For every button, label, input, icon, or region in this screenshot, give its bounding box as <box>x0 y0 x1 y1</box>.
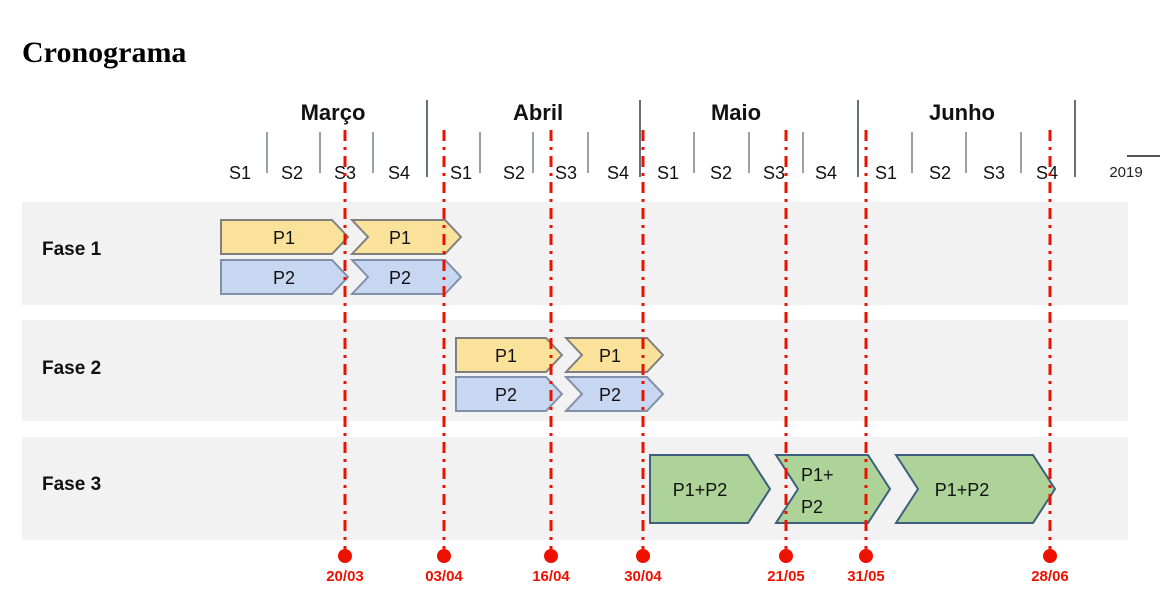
week-label: S4 <box>388 163 410 183</box>
milestone-date-label: 16/04 <box>532 568 570 585</box>
task-bar-segment-fase2-p2-1 <box>455 376 564 412</box>
task-bar-segment-fase2-p1-2 <box>563 337 665 373</box>
task-bar-segment-fase3-3 <box>894 454 1057 524</box>
week-label: S2 <box>503 163 525 183</box>
task-bar-label: P1 <box>273 228 295 248</box>
milestone-date-label: 28/06 <box>1031 568 1069 585</box>
chart-title: Cronograma <box>22 36 186 69</box>
task-bar-label: P2 <box>801 497 823 517</box>
task-bar-segment-fase3-2 <box>774 454 892 524</box>
week-label: S4 <box>607 163 629 183</box>
milestone-dot <box>437 549 451 563</box>
task-bar-label: P1+P2 <box>935 480 990 500</box>
week-label: S3 <box>983 163 1005 183</box>
task-bar-label: P1 <box>389 228 411 248</box>
week-label: S3 <box>763 163 785 183</box>
month-label-marco: Março <box>301 100 366 125</box>
task-bar-label: P2 <box>389 268 411 288</box>
milestone-dot <box>544 549 558 563</box>
phase-label-fase1: Fase 1 <box>42 239 102 260</box>
week-label: S1 <box>875 163 897 183</box>
milestone-dot <box>859 549 873 563</box>
week-label: S2 <box>710 163 732 183</box>
year-label: 2019 <box>1109 164 1142 181</box>
milestone-dot <box>1043 549 1057 563</box>
milestone-date-label: 03/04 <box>425 568 463 585</box>
week-label: S1 <box>450 163 472 183</box>
task-bar-segment-fase3-1 <box>649 454 772 524</box>
task-bar-label: P2 <box>599 385 621 405</box>
milestone-dot <box>779 549 793 563</box>
phase-label-fase2: Fase 2 <box>42 358 101 379</box>
month-label-maio: Maio <box>711 100 761 125</box>
phase-band-fase1 <box>22 202 1128 305</box>
month-label-junho: Junho <box>929 100 995 125</box>
task-bar-label: P2 <box>273 268 295 288</box>
task-bar-segment-fase2-p1-1 <box>455 337 564 373</box>
task-bar-label: P1+ <box>801 465 834 485</box>
month-label-abril: Abril <box>513 100 563 125</box>
milestone-date-label: 30/04 <box>624 568 662 585</box>
task-bar-label: P1 <box>599 346 621 366</box>
week-label: S2 <box>929 163 951 183</box>
task-bar-label: P1+P2 <box>673 480 728 500</box>
milestone-dot <box>636 549 650 563</box>
task-bar-label: P1 <box>495 346 517 366</box>
week-label: S3 <box>555 163 577 183</box>
task-bar-label: P2 <box>495 385 517 405</box>
task-bar-segment-fase1-p1-1 <box>220 219 350 255</box>
week-label: S1 <box>229 163 251 183</box>
milestone-date-label: 20/03 <box>326 568 364 585</box>
task-bar-segment-fase2-p2-2 <box>563 376 665 412</box>
week-label: S1 <box>657 163 679 183</box>
phase-label-fase3: Fase 3 <box>42 474 101 495</box>
week-label: S4 <box>1036 163 1058 183</box>
milestone-date-label: 21/05 <box>767 568 805 585</box>
milestone-dot <box>338 549 352 563</box>
milestone-date-label: 31/05 <box>847 568 885 585</box>
week-label: S2 <box>281 163 303 183</box>
week-label: S4 <box>815 163 837 183</box>
task-bar-segment-fase1-p2-1 <box>220 259 350 295</box>
